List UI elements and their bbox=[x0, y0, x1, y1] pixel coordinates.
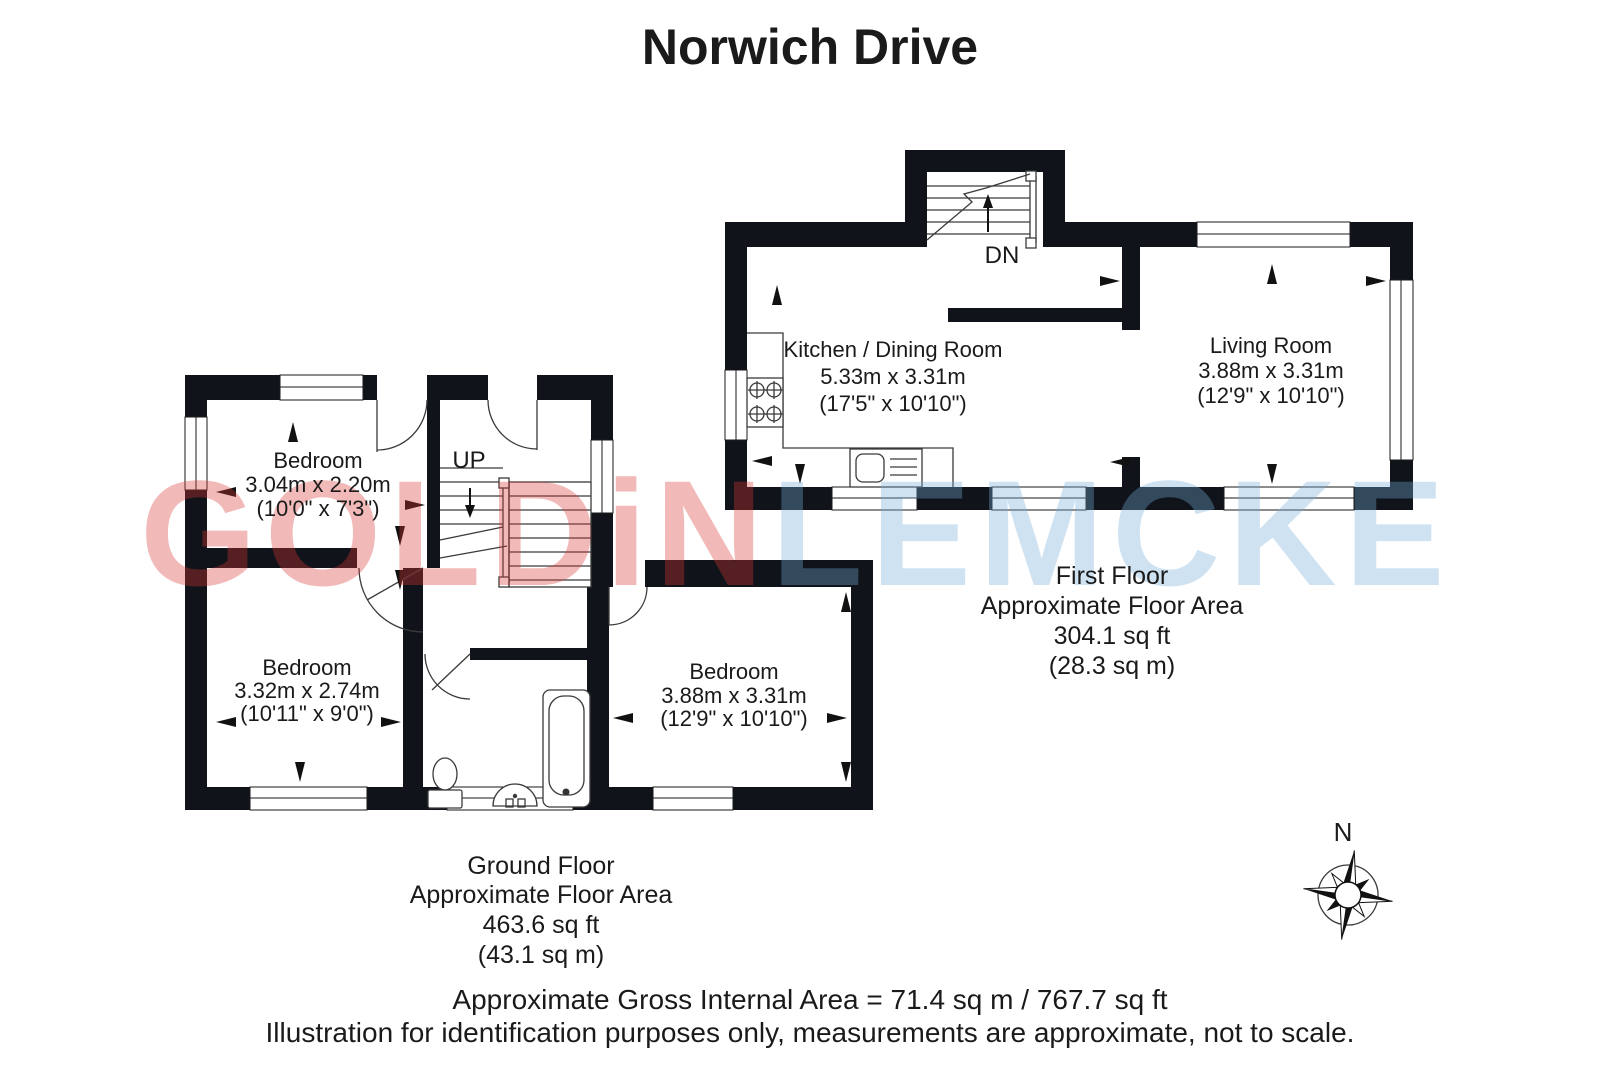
bedroom-top-label: Bedroom bbox=[273, 448, 362, 473]
stairs-down-label: DN bbox=[985, 242, 1020, 269]
kitchen-size-metric: 5.33m x 3.31m bbox=[820, 364, 966, 389]
bedroom-left-size-metric: 3.32m x 2.74m bbox=[234, 678, 380, 703]
stairs-up-label: UP bbox=[452, 447, 485, 474]
ground-floor-walls bbox=[185, 375, 873, 810]
first-floor-windows bbox=[724, 221, 1414, 511]
basin-icon bbox=[492, 783, 538, 808]
stove-icon bbox=[746, 377, 784, 428]
ground-floor-name: Ground Floor bbox=[467, 852, 614, 880]
first-floor-caption: Approximate Floor Area bbox=[981, 592, 1244, 620]
watermark: GOLDiNLEMCKE bbox=[140, 449, 1453, 617]
first-floor-walls bbox=[725, 150, 1413, 510]
stairs-up-arrow-icon bbox=[465, 505, 475, 518]
bathtub-icon bbox=[542, 689, 591, 808]
ground-floor-caption: Approximate Floor Area bbox=[410, 881, 673, 909]
first-floor-plan bbox=[724, 150, 1414, 511]
bedroom-right-size-imperial: (12'9" x 10'10") bbox=[660, 706, 808, 731]
watermark-right: LEMCKE bbox=[771, 449, 1452, 617]
kitchen-counter bbox=[747, 332, 954, 487]
first-floor-area-ft: 304.1 sq ft bbox=[1054, 622, 1171, 650]
living-size-metric: 3.88m x 3.31m bbox=[1198, 358, 1344, 383]
first-floor-name: First Floor bbox=[1056, 562, 1169, 590]
bedroom-top-size-metric: 3.04m x 2.20m bbox=[245, 472, 391, 497]
bathroom-fixtures bbox=[427, 689, 591, 809]
staircase-up bbox=[439, 467, 592, 588]
first-floor-arrows bbox=[752, 264, 1386, 484]
staircase-down bbox=[926, 170, 1037, 249]
first-floor-area-m: (28.3 sq m) bbox=[1049, 652, 1175, 680]
watermark-left: GOLDiN bbox=[140, 449, 771, 617]
ground-floor-plan bbox=[184, 374, 873, 811]
kitchen-fixtures bbox=[746, 332, 954, 488]
page-title: Norwich Drive bbox=[642, 19, 978, 75]
sink-icon bbox=[849, 448, 923, 488]
ground-floor-area-ft: 463.6 sq ft bbox=[483, 911, 600, 939]
living-size-imperial: (12'9" x 10'10") bbox=[1197, 383, 1345, 408]
ground-floor-arrows bbox=[216, 422, 851, 782]
bedroom-top-size-imperial: (10'0" x 7'3") bbox=[256, 496, 379, 521]
living-room-label: Living Room bbox=[1210, 333, 1332, 358]
kitchen-room-label: Kitchen / Dining Room bbox=[784, 337, 1003, 362]
bedroom-left-label: Bedroom bbox=[262, 655, 351, 680]
bedroom-right-label: Bedroom bbox=[689, 659, 778, 684]
bedroom-left-size-imperial: (10'11" x 9'0") bbox=[240, 701, 374, 726]
door-arcs bbox=[358, 399, 648, 700]
footer-area-line: Approximate Gross Internal Area = 71.4 s… bbox=[452, 984, 1167, 1015]
ground-floor-area-m: (43.1 sq m) bbox=[478, 941, 604, 969]
compass-north-label: N bbox=[1334, 817, 1353, 847]
ground-floor-windows bbox=[184, 374, 734, 811]
compass-rose-icon: N bbox=[1303, 817, 1393, 940]
footer-disclaimer-line: Illustration for identification purposes… bbox=[266, 1017, 1355, 1048]
kitchen-size-imperial: (17'5" x 10'10") bbox=[819, 391, 967, 416]
toilet-icon bbox=[427, 757, 463, 809]
stairs-down-arrow-icon bbox=[983, 194, 993, 208]
bedroom-right-size-metric: 3.88m x 3.31m bbox=[661, 683, 807, 708]
